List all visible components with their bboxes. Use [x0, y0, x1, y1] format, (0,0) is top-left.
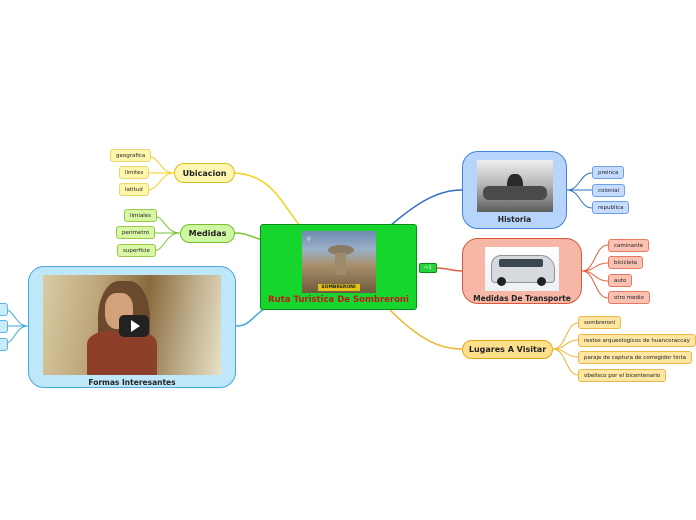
subtopic-label: bicicleta: [614, 260, 637, 266]
topic-lugares-visitar[interactable]: Lugares A Visitar: [462, 340, 553, 359]
subtopic-label: obelisco por el bicentenario: [584, 373, 660, 379]
topic-medidas[interactable]: Medidas: [180, 224, 235, 243]
topic-lugares-label: Lugares A Visitar: [469, 345, 546, 354]
subtopic-label: perimetro: [122, 230, 149, 236]
topic-medidas-label: Medidas: [189, 229, 227, 238]
subtopic-label: preinca: [598, 170, 618, 176]
topic-transporte-label: Medidas De Transporte: [473, 294, 571, 303]
van-wheel-rear: [537, 277, 546, 286]
subtopic-limites[interactable]: limites: [119, 166, 149, 179]
subtopic-hidden-2[interactable]: [0, 320, 8, 333]
subtopic-obelisco[interactable]: obelisco por el bicentenario: [578, 369, 666, 382]
subtopic-label: geografica: [116, 153, 145, 159]
subtopic-label: restos arqueologicos de huancoraccay: [584, 338, 690, 344]
link-count: 1: [429, 265, 432, 271]
topic-medidas-transporte[interactable]: Medidas De Transporte: [462, 238, 582, 304]
subtopic-republica[interactable]: republica: [592, 201, 629, 214]
subtopic-label: limites: [125, 170, 143, 176]
subtopic-label: superficie: [123, 248, 150, 254]
van-wheel-front: [497, 277, 506, 286]
link-chip[interactable]: ⇨1: [419, 263, 437, 273]
subtopic-hidden-3[interactable]: [0, 338, 8, 351]
topic-historia[interactable]: Historia: [462, 151, 567, 229]
subtopic-label: caminante: [614, 243, 643, 249]
subtopic-geografica[interactable]: geografica: [110, 149, 151, 162]
subtopic-restos-arqueologicos[interactable]: restos arqueologicos de huancoraccay: [578, 334, 696, 347]
van-windows: [499, 259, 543, 267]
subtopic-paraje-captura[interactable]: paraje de captura de corregidor tinta: [578, 351, 692, 364]
subtopic-label: colonial: [598, 188, 619, 194]
historia-image: [477, 160, 553, 212]
sombreroni-image: ⚲ SOMBRERONI: [302, 231, 376, 293]
subtopic-otro-medio[interactable]: otro medio: [608, 291, 650, 304]
central-topic[interactable]: ⚲ SOMBRERONI Ruta Turistica De Sombreron…: [260, 224, 417, 310]
figure-body: [87, 331, 157, 375]
van-image: [485, 247, 559, 291]
subtopic-colonial[interactable]: colonial: [592, 184, 625, 197]
topic-formas-interesantes[interactable]: Formas Interesantes: [28, 266, 236, 388]
subtopic-preinca[interactable]: preinca: [592, 166, 624, 179]
subtopic-label: sombreroni: [584, 320, 615, 326]
subtopic-label: otro medio: [614, 295, 644, 301]
image-banner: SOMBRERONI: [318, 284, 360, 291]
topic-ubicacion[interactable]: Ubicacion: [174, 163, 235, 183]
subtopic-superficie[interactable]: superficie: [117, 244, 156, 257]
topic-historia-label: Historia: [498, 215, 531, 224]
video-thumbnail[interactable]: [43, 275, 221, 375]
topic-ubicacion-label: Ubicacion: [183, 169, 227, 178]
subtopic-label: limiales: [130, 213, 151, 219]
subtopic-label: paraje de captura de corregidor tinta: [584, 355, 686, 361]
subtopic-perimetro[interactable]: perimetro: [116, 226, 155, 239]
subtopic-hidden-1[interactable]: [0, 303, 8, 316]
topic-formas-label: Formas Interesantes: [88, 378, 175, 387]
crowd-figure: [483, 186, 547, 200]
subtopic-auto[interactable]: auto: [608, 274, 632, 287]
subtopic-bicicleta[interactable]: bicicleta: [608, 256, 643, 269]
subtopic-latitud[interactable]: latitud: [119, 183, 149, 196]
subtopic-limiales[interactable]: limiales: [124, 209, 157, 222]
subtopic-label: latitud: [125, 187, 143, 193]
subtopic-label: republica: [598, 205, 623, 211]
subtopic-caminante[interactable]: caminante: [608, 239, 649, 252]
central-topic-title: Ruta Turistica De Sombreroni: [268, 295, 409, 305]
tower-icon: ⚲: [307, 236, 311, 243]
play-icon[interactable]: [119, 315, 149, 337]
rock-stem: [335, 253, 346, 275]
subtopic-sombreroni[interactable]: sombreroni: [578, 316, 621, 329]
subtopic-label: auto: [614, 278, 626, 284]
